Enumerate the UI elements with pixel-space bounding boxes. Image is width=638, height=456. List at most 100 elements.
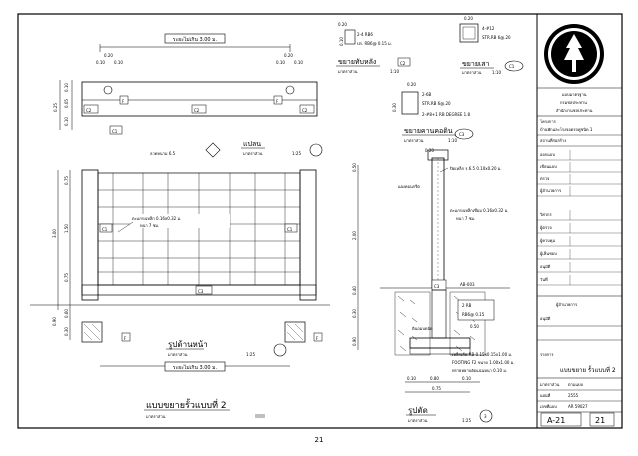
- tb-scale-label: มาตราส่วน: [540, 382, 560, 387]
- detail-col-scale: 1:10: [492, 70, 501, 75]
- tb-row-label: ผู้ควบคุม: [540, 238, 555, 244]
- front-view-title: รูปด้านหน้า: [168, 340, 208, 350]
- detail-col-tag: C1: [509, 64, 515, 69]
- front-col-tag-left: C1: [102, 227, 108, 232]
- tb-row-label: ผู้อำนวยการ: [540, 188, 562, 194]
- detail-ground-scale: 1:10: [448, 138, 457, 143]
- section-scale: 1:25: [462, 418, 471, 423]
- section-bar-label: ปิดเหล็ก ร.6.5 0.10x0.20 ม.: [449, 165, 502, 171]
- front-vert-top-2: 0.05: [64, 99, 69, 108]
- front-grid-dim-3: 0.75: [64, 273, 69, 282]
- front-grid-dim-5: 0.30: [64, 327, 69, 336]
- front-footing-tag-left: F: [124, 336, 127, 341]
- section-view: 0.20 0.50 2.00 0.40 0.30 0.90 ปิดเหล็ก ร…: [352, 148, 515, 423]
- section-scale-label: มาตราส่วน: [408, 418, 428, 423]
- section-ftg-dim-3: 0.50: [470, 324, 479, 329]
- front-col-tag-top: C1: [112, 129, 118, 134]
- detail-col-rebar-1: 4-#12: [482, 26, 495, 31]
- front-dim-left-c: 0.10: [114, 60, 123, 65]
- tb-project-name: บ้านพักและโรงจอดรถคู่ชนิด 1: [540, 127, 593, 133]
- tb-drawing-no: AR 59027: [568, 404, 588, 409]
- detail-top-beam: 0.20 2-4 RB6 ปก. RB6@ 0.15 ม. 0.10 ขยายท…: [336, 22, 411, 74]
- page-number: 21: [314, 436, 324, 444]
- front-view-scale: 1:25: [246, 352, 255, 357]
- front-beam-tag-center: C2: [194, 108, 200, 113]
- section-rebar-note: เหล็กเส้น RB-0.15x0.15x1.00 ม.: [452, 351, 512, 357]
- detail-ground-beam: 0.20 2-6B STR.RB 6@.20 2-#8+1 RB DEGREE …: [392, 82, 474, 143]
- front-grid-dim-4: 0.60: [64, 309, 69, 318]
- section-mesh-sub: หนา 7 ซม.: [456, 216, 475, 221]
- section-top-dim: 0.20: [425, 148, 434, 153]
- tb-org-3: สำนักงานชลประทาน: [556, 108, 593, 113]
- section-tag: 3: [484, 414, 487, 419]
- detail-top-beam-tag: C2: [400, 61, 406, 66]
- tb-row-label: วันที่: [540, 277, 548, 282]
- tb-row-label: ออกแบบ: [540, 152, 555, 157]
- front-grid-dim-6: 0.90: [52, 317, 57, 326]
- tb-row-label: อนุมัติ: [540, 264, 551, 270]
- front-bottom-beam-tag: C3: [198, 289, 204, 294]
- section-ftg-dim-5: 0.75: [432, 386, 441, 391]
- tb-approver-name: ผู้อำนวยการ: [556, 302, 578, 308]
- front-fence-grid: C3: [81, 169, 317, 301]
- front-beam-tag-left: C2: [86, 108, 92, 113]
- tb-project-label: โครงการ: [540, 119, 557, 124]
- section-mesh-label: ตะแกรงเหล็กเชื่อม 0.16x0.32 ม.: [450, 207, 508, 213]
- detail-ground-rebar-2: STR.RB 6@.20: [422, 101, 451, 106]
- detail-top-beam-title: ขยายทับหลัง: [338, 58, 376, 66]
- sheet-frame: [17, 13, 623, 429]
- front-top-width-label: ระยะไม่เกิน 3.00 ม.: [173, 36, 218, 43]
- detail-ground-scale-label: มาตราส่วน: [404, 138, 424, 143]
- section-title: รูปตัด: [408, 406, 428, 416]
- section-footing-note-2: ทรายหยาบอัดแน่นหนา 0.10 ม.: [452, 368, 507, 373]
- tb-drawing-no-label: เลขที่แบบ: [540, 404, 557, 409]
- detail-col-rebar-2: STR.RB 6@.20: [482, 35, 511, 40]
- front-footing-tag-right: F: [316, 336, 319, 341]
- front-beam-tag-right: C2: [302, 108, 308, 113]
- front-vert-top-total: 0.25: [53, 103, 58, 112]
- front-mesh-label: ตะแกรงเหล็ก 0.16x0.32 ม.: [132, 215, 181, 221]
- tb-approval-rows: วิศวกรผู้ตรวจผู้ควบคุมผู้เห็นชอบอนุมัติว…: [537, 210, 622, 286]
- section-footing-note: FOOTING F2 ขนาด 1.00x1.00 ม.: [452, 360, 515, 365]
- tb-drawing-title-label: รายการ: [540, 352, 554, 357]
- tb-sheet-label: แผ่นที่: [540, 393, 551, 398]
- section-ftg-dim-1: 0.10: [407, 376, 416, 381]
- detail-top-beam-scale: 1:10: [390, 69, 399, 74]
- tb-sheet-index: 21: [595, 416, 605, 425]
- detail-ground-title: ขยายคานคอดิน: [404, 127, 453, 135]
- detail-ground-tag: C3: [459, 132, 465, 137]
- detail-top-beam-side: 0.10: [339, 37, 344, 46]
- tb-org-1: แบบมาตรฐาน: [562, 92, 587, 97]
- section-note-1: แผงคอนกรีต: [398, 184, 420, 189]
- front-dim-right-a: 0.10: [276, 60, 285, 65]
- front-vert-top-1: 0.10: [64, 83, 69, 92]
- titleblock: แบบมาตรฐาน กรมชลประทาน สำนักงานชลประทาน …: [537, 24, 622, 427]
- detail-col-dim: 0.20: [464, 16, 473, 21]
- tb-row-label: เขียนแบบ: [540, 164, 557, 169]
- section-dim-v2: 2.00: [352, 231, 357, 240]
- plan-scale-label: มาตราส่วน: [243, 151, 263, 156]
- section-ftg-dim-4: 0.10: [462, 376, 471, 381]
- tb-approver-title: อนุมัติ: [540, 316, 551, 322]
- front-post-tag-left: F: [122, 99, 125, 104]
- detail-ground-side: 0.30: [392, 103, 397, 112]
- front-elevation: ระยะไม่เกิน 3.00 ม. 0.10 0.20 0.10 0.10 …: [30, 33, 330, 419]
- detail-ground-rebar-3: 2-#8+1 RB DEGREE 1.8: [422, 112, 470, 117]
- front-grid-dim-total: 3.00: [52, 229, 57, 238]
- front-dim-left-a: 0.10: [96, 60, 105, 65]
- detail-top-beam-rebar-2: ปก. RB6@ 0.15 ม.: [357, 41, 392, 46]
- front-col-tag-mid: C1: [287, 227, 293, 232]
- detail-col-title: ขยายเสา: [462, 60, 490, 68]
- front-dim-left-b: 0.20: [104, 53, 113, 58]
- detail-top-beam-scale-label: มาตราส่วน: [338, 69, 358, 74]
- plan-title: แปลน: [243, 140, 261, 148]
- plan-scale: 1:25: [292, 151, 301, 156]
- detail-ground-dim: 0.20: [407, 82, 416, 87]
- front-wire-label: ลวดหนาม 6.5: [150, 151, 176, 156]
- tb-row-label: ผู้เห็นชอบ: [540, 250, 557, 257]
- detail-top-beam-rebar-1: 2-4 RB6: [357, 32, 373, 37]
- tb-sheet-value: 2555: [568, 393, 579, 398]
